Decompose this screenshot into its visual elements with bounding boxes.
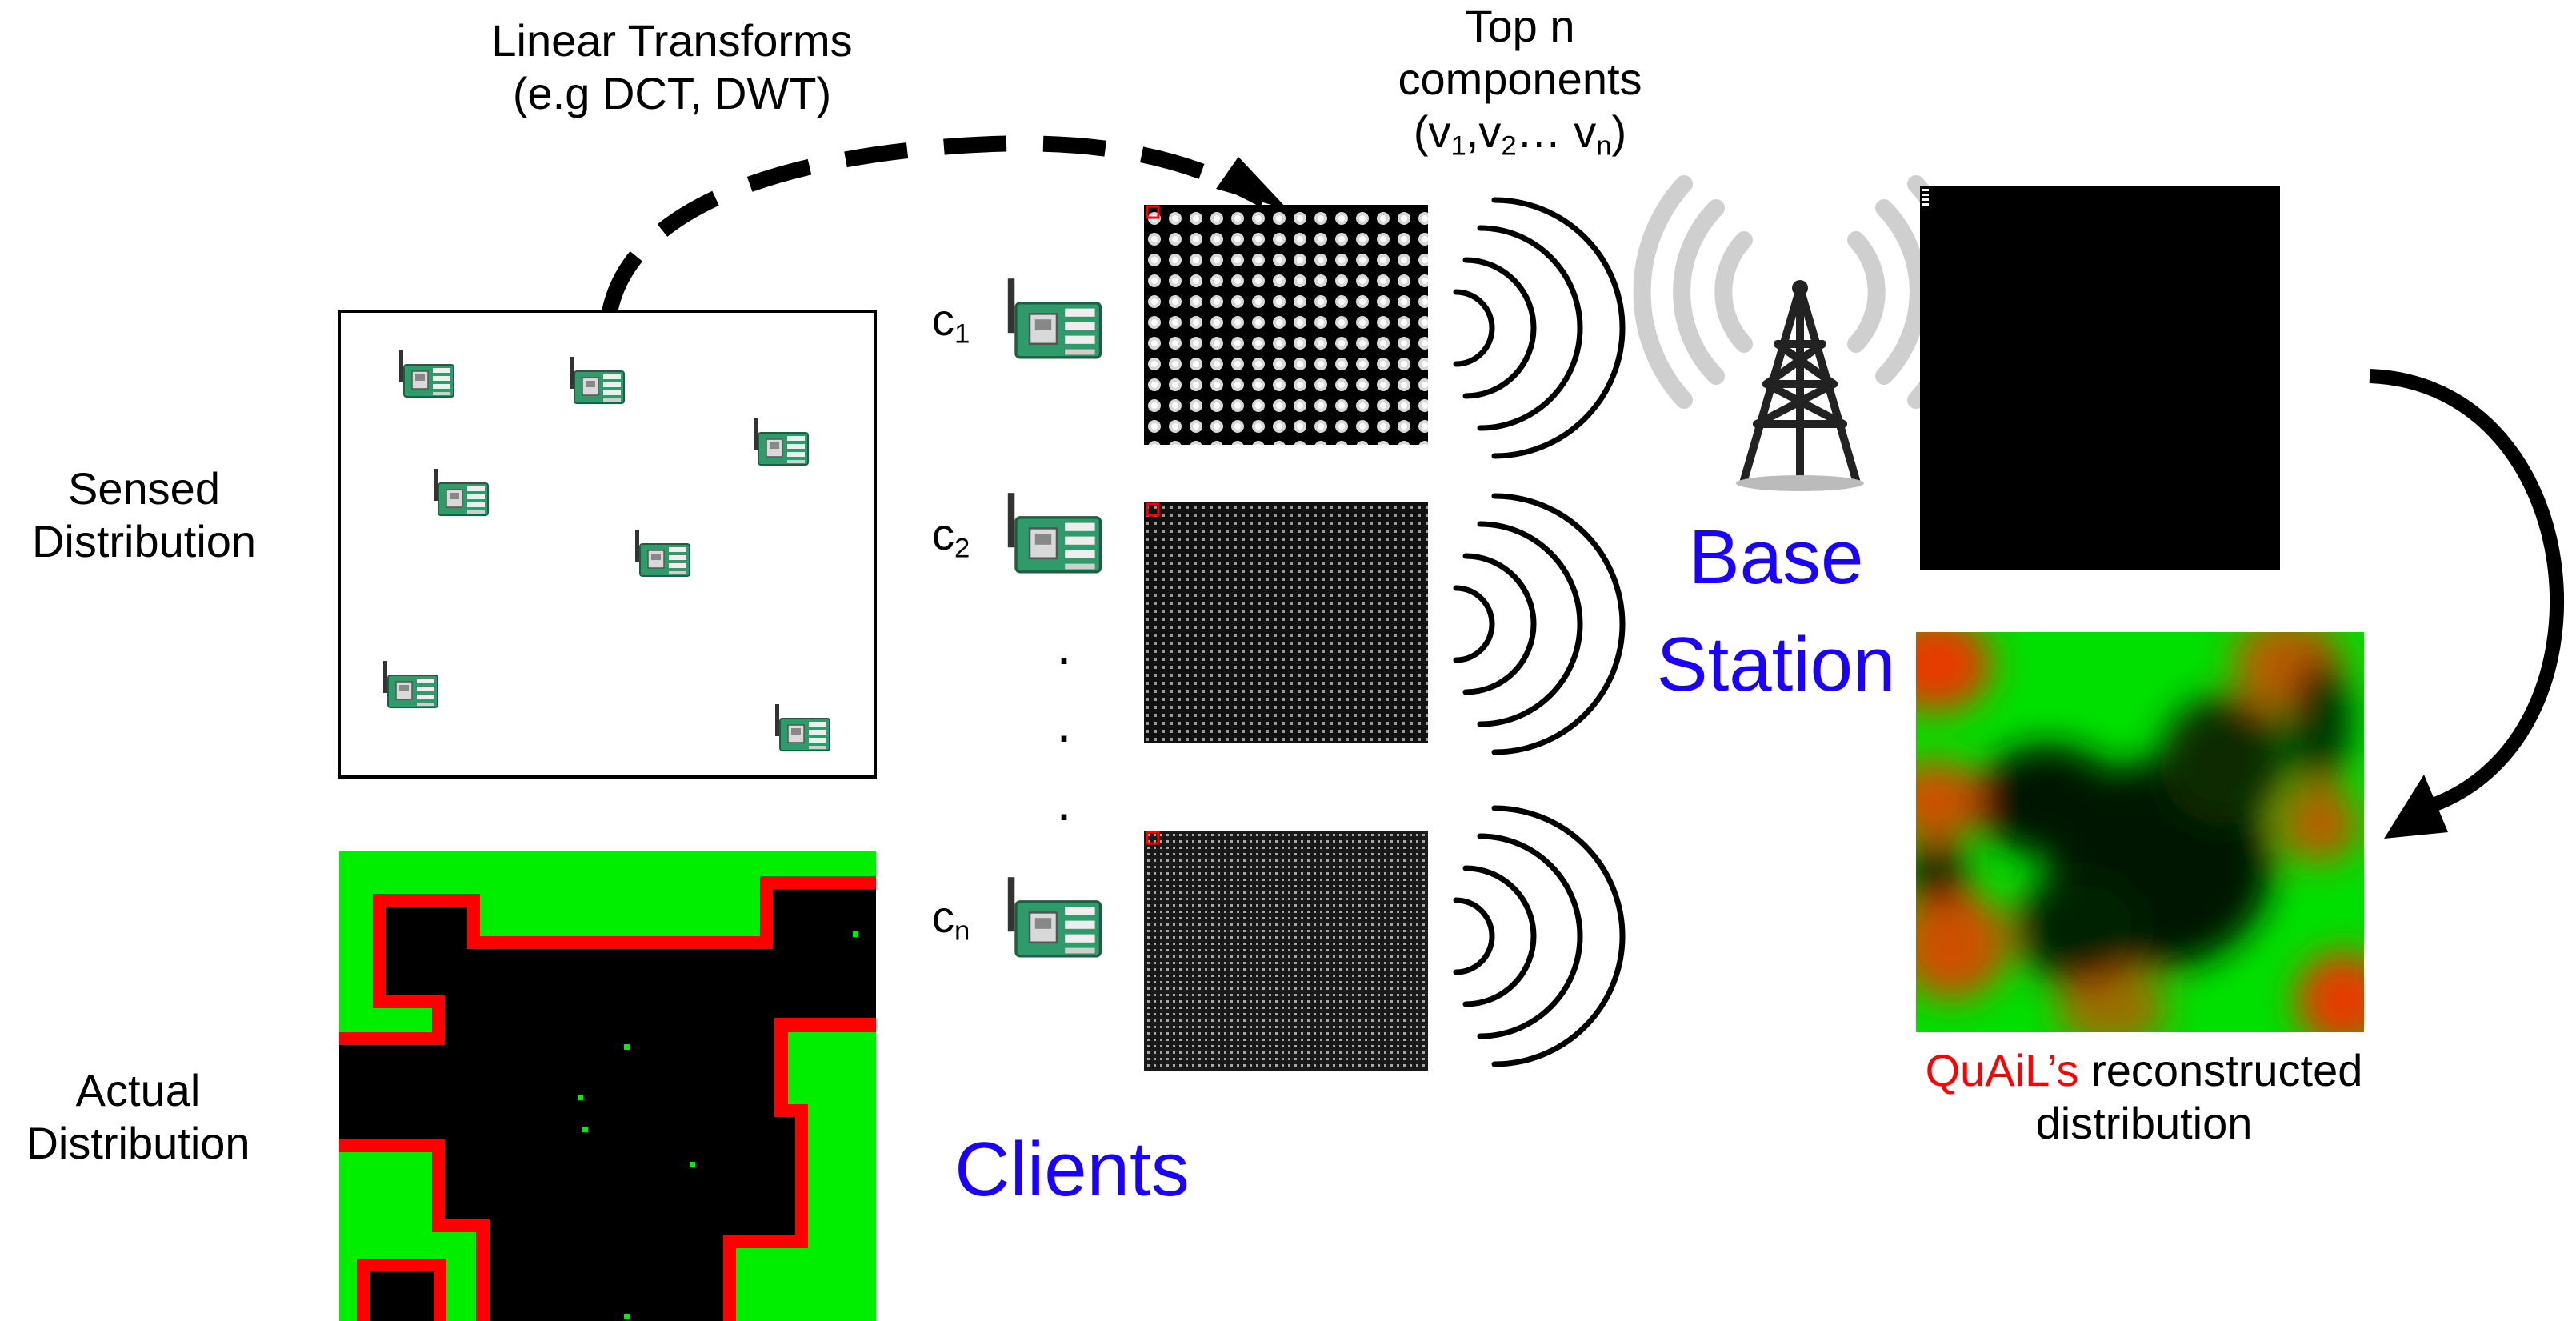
base-station-label: Base Station	[1624, 504, 1928, 719]
panel-corner-marks	[1922, 189, 1929, 206]
actual-distribution-label: Actual Distribution	[0, 1064, 276, 1170]
base-line2: Station	[1656, 622, 1896, 708]
curved-arrow-icon	[2369, 369, 2564, 839]
top-n-line2: components	[1398, 54, 1642, 105]
clients-label: Clients	[954, 1127, 1190, 1212]
reconstructed-line2: distribution	[2035, 1098, 2253, 1149]
client-label-2: c2	[932, 509, 970, 564]
transforms-label: Linear Transforms (e.g DCT, DWT)	[448, 14, 896, 120]
base-line1: Base	[1688, 514, 1864, 600]
top-n-label: Top n components (v1,v2… vn)	[1360, 0, 1680, 162]
transform-thumbnails	[1144, 205, 1428, 1071]
radio-wave-icon	[1453, 197, 1626, 1067]
top-n-line1: Top n	[1465, 1, 1575, 51]
client-board-icons	[1006, 277, 1102, 958]
sensed-line1: Sensed	[68, 463, 220, 514]
actual-distribution-map	[339, 851, 876, 1321]
sensed-line2: Distribution	[31, 516, 257, 567]
client-label-1: c1	[932, 294, 970, 350]
transforms-line1: Linear Transforms	[491, 15, 853, 66]
client-label-n: cn	[932, 891, 970, 947]
sensed-distribution-label: Sensed Distribution	[0, 462, 288, 568]
reconstructed-heatmap	[1916, 632, 2364, 1032]
transforms-line2: (e.g DCT, DWT)	[512, 68, 832, 119]
actual-line1: Actual	[75, 1065, 201, 1115]
actual-line2: Distribution	[26, 1118, 250, 1169]
received-components-panel	[1920, 186, 2280, 570]
antenna-tower-icon	[1633, 175, 1967, 491]
reconstructed-label: QuAiL’s reconstructed distribution	[1864, 1044, 2424, 1150]
top-n-line3: (v1,v2… vn)	[1413, 106, 1627, 162]
quail-name: QuAiL’s	[1925, 1045, 2079, 1095]
reconstructed-line1: QuAiL’s reconstructed	[1925, 1045, 2363, 1095]
clients-ellipsis: · · ·	[1054, 626, 1074, 844]
transform-arrow	[602, 135, 1288, 314]
